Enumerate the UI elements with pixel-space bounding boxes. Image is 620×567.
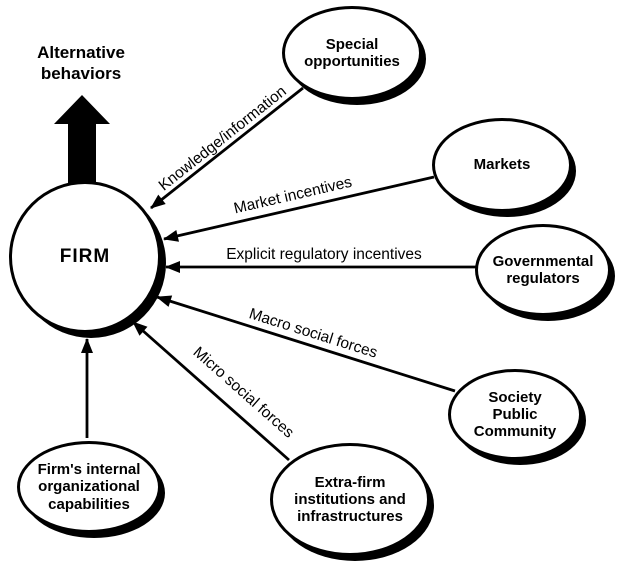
alternative-behaviors-arrow-icon xyxy=(54,95,110,184)
node-extra-firm-label: Extra-firm institutions and infrastructu… xyxy=(294,473,406,526)
node-firm-label: FIRM xyxy=(59,246,111,268)
node-markets: Markets xyxy=(432,118,572,212)
node-firms-internal-label: Firm's internal organizational capabilit… xyxy=(37,461,141,513)
node-governmental-regulators-label: Governmental regulators xyxy=(492,252,594,287)
node-extra-firm: Extra-firm institutions and infrastructu… xyxy=(270,443,430,556)
edge-knowledge-information xyxy=(150,86,304,210)
alternative-behaviors-label: Alternative behaviors xyxy=(37,43,125,84)
node-special-opportunities-label: Special opportunities xyxy=(304,35,400,70)
node-special-opportunities: Special opportunities xyxy=(282,6,422,100)
node-markets-label: Markets xyxy=(473,156,531,174)
node-firm: FIRM xyxy=(9,181,161,333)
edge-micro-social-forces xyxy=(132,320,290,462)
node-governmental-regulators: Governmental regulators xyxy=(475,224,611,316)
node-society-public-community-label: Society Public Community xyxy=(473,388,557,441)
node-firms-internal: Firm's internal organizational capabilit… xyxy=(17,441,161,533)
edge-market-incentives xyxy=(163,175,435,242)
node-society-public-community: Society Public Community xyxy=(448,369,582,460)
edge-label-explicit-regulatory-incentives: Explicit regulatory incentives xyxy=(226,246,422,263)
edge-macro-social-forces xyxy=(156,295,456,393)
